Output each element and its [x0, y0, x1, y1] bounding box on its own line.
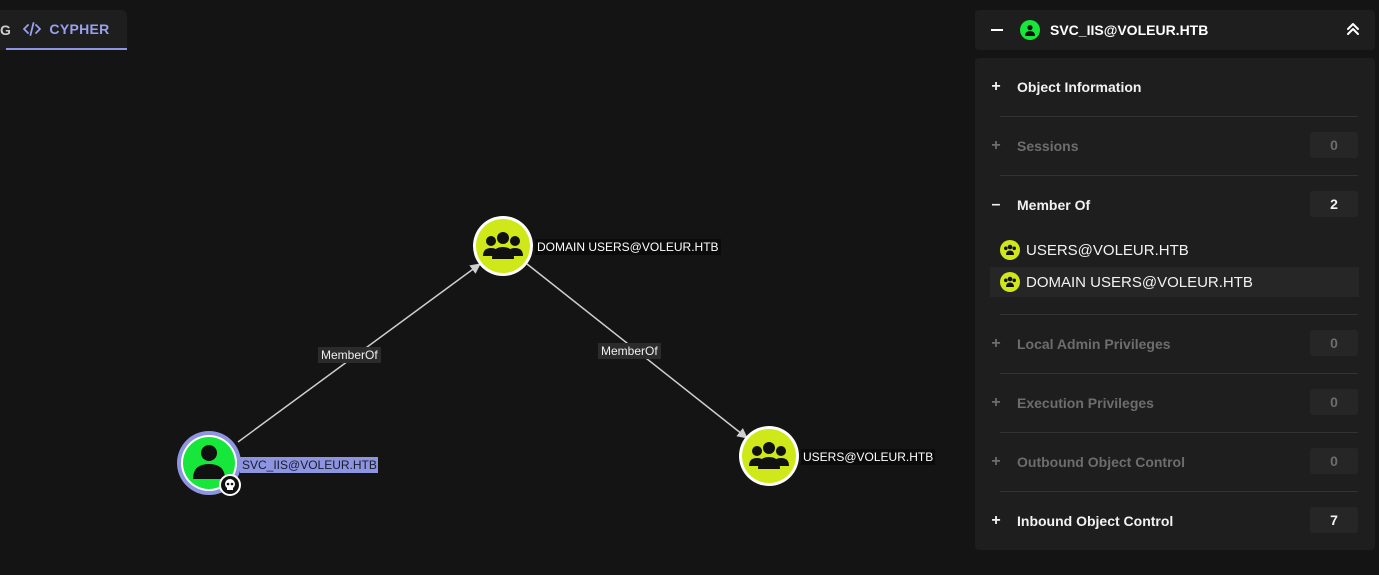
section-count: 0 — [1310, 389, 1358, 415]
entity-title: SVC_IIS@VOLEUR.HTB — [1050, 22, 1209, 38]
group-icon — [1000, 272, 1020, 292]
node-label-users[interactable]: USERS@VOLEUR.HTB — [801, 449, 936, 465]
section-title: Sessions — [1017, 138, 1079, 154]
tab-cypher-label: CYPHER — [49, 21, 110, 37]
divider — [1000, 373, 1358, 374]
entity-panel-header: SVC_IIS@VOLEUR.HTB — [975, 10, 1375, 50]
divider — [1000, 491, 1358, 492]
node-label-domain-users[interactable]: DOMAIN USERS@VOLEUR.HTB — [535, 239, 721, 255]
member-of-item[interactable]: DOMAIN USERS@VOLEUR.HTB — [990, 267, 1359, 297]
member-of-item[interactable]: USERS@VOLEUR.HTB — [990, 235, 1359, 265]
divider — [1000, 175, 1358, 176]
section-title: Execution Privileges — [1017, 395, 1154, 411]
section-count: 0 — [1310, 330, 1358, 356]
edge-label-memberof-1[interactable]: MemberOf — [318, 347, 381, 363]
plus-icon: + — [991, 394, 1001, 411]
minus-icon: – — [991, 196, 1001, 213]
user-icon — [1020, 20, 1040, 40]
user-icon — [193, 445, 225, 479]
group-icon — [483, 232, 523, 259]
section-title: Member Of — [1017, 197, 1091, 213]
tab-previous[interactable]: G — [0, 22, 11, 38]
section-member-of[interactable]: – Member Of 2 — [990, 190, 1360, 220]
code-icon — [23, 22, 42, 36]
node-svc-iis[interactable] — [177, 431, 241, 496]
node-domain-users[interactable] — [473, 216, 533, 276]
section-inbound-object-control[interactable]: + Inbound Object Control 7 — [990, 506, 1360, 536]
view-tab-bar: G CYPHER — [0, 10, 127, 50]
section-count: 0 — [1310, 132, 1358, 158]
plus-icon: + — [991, 453, 1001, 470]
section-title: Inbound Object Control — [1017, 513, 1174, 529]
section-count: 7 — [1310, 507, 1358, 533]
group-icon — [749, 442, 789, 469]
section-title: Outbound Object Control — [1017, 454, 1185, 470]
member-of-name: DOMAIN USERS@VOLEUR.HTB — [1026, 273, 1253, 291]
graph-canvas[interactable] — [0, 0, 960, 575]
divider — [1000, 116, 1358, 117]
section-object-information[interactable]: + Object Information — [990, 72, 1360, 102]
divider — [1000, 432, 1358, 433]
plus-icon: + — [991, 78, 1001, 95]
entity-panel: + Object Information + Sessions 0 – Memb… — [975, 58, 1375, 550]
edge-label-memberof-2[interactable]: MemberOf — [598, 343, 661, 359]
node-label-svc-iis[interactable]: SVC_IIS@VOLEUR.HTB — [240, 457, 378, 473]
group-icon — [1000, 240, 1020, 260]
section-count: 2 — [1310, 191, 1358, 217]
member-of-name: USERS@VOLEUR.HTB — [1026, 241, 1189, 259]
section-outbound-object-control[interactable]: + Outbound Object Control 0 — [990, 447, 1360, 477]
divider — [1000, 314, 1358, 315]
section-title: Object Information — [1017, 79, 1142, 95]
section-sessions[interactable]: + Sessions 0 — [990, 131, 1360, 161]
minimize-icon[interactable] — [991, 29, 1003, 31]
section-local-admin-privileges[interactable]: + Local Admin Privileges 0 — [990, 329, 1360, 359]
plus-icon: + — [991, 137, 1001, 154]
collapse-all-icon[interactable] — [1347, 22, 1359, 41]
skull-icon — [219, 474, 241, 496]
tab-cypher[interactable]: CYPHER — [6, 10, 127, 50]
node-users[interactable] — [739, 426, 799, 486]
section-count: 0 — [1310, 448, 1358, 474]
plus-icon: + — [991, 512, 1001, 529]
section-execution-privileges[interactable]: + Execution Privileges 0 — [990, 388, 1360, 418]
plus-icon: + — [991, 335, 1001, 352]
section-title: Local Admin Privileges — [1017, 336, 1171, 352]
